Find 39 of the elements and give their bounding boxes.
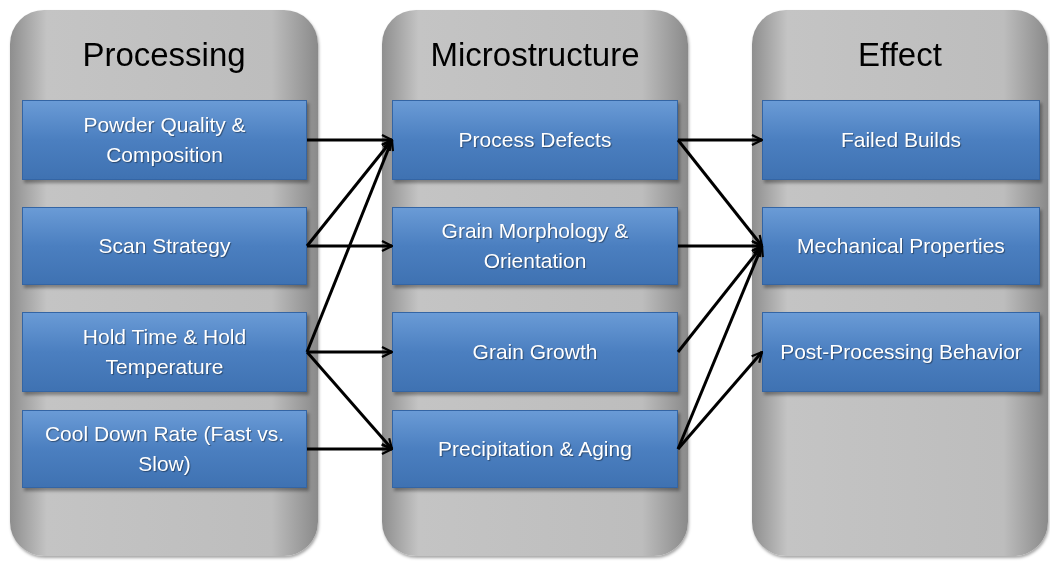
arrow <box>678 133 764 147</box>
arrow <box>676 244 764 450</box>
process-box <box>762 207 1040 285</box>
arrow <box>307 345 394 359</box>
column-heading: Processing <box>81 36 247 74</box>
arrow <box>305 351 394 451</box>
arrow <box>676 139 764 248</box>
box-label: Powder Quality & Composition <box>82 111 247 168</box>
process-box <box>22 410 307 488</box>
arrow <box>307 442 394 456</box>
box-label: Cool Down Rate (Fast vs. Slow) <box>43 420 286 477</box>
process-box <box>392 207 678 285</box>
box-label: Process Defects <box>458 126 612 153</box>
process-box <box>762 312 1040 392</box>
process-box <box>22 207 307 285</box>
box-label: Grain Growth <box>472 338 598 365</box>
arrow <box>676 244 764 353</box>
box-label: Scan Strategy <box>98 232 231 259</box>
column-heading: Microstructure <box>429 36 641 74</box>
arrow <box>305 138 394 353</box>
process-box <box>22 312 307 392</box>
box-label: Post-Processing Behavior <box>780 338 1022 365</box>
box-label: Hold Time & Hold Temperature <box>81 323 248 380</box>
arrow <box>305 138 394 247</box>
process-box <box>392 312 678 392</box>
arrow <box>307 239 394 253</box>
box-label: Grain Morphology & Orientation <box>440 217 630 274</box>
process-box <box>392 100 678 180</box>
column-panel <box>382 10 688 556</box>
process-box <box>392 410 678 488</box>
column-panel <box>10 10 318 556</box>
box-label: Precipitation & Aging <box>438 435 632 462</box>
box-label: Failed Builds <box>840 126 962 153</box>
box-label: Mechanical Properties <box>797 232 1005 259</box>
arrow <box>676 350 764 450</box>
process-box <box>762 100 1040 180</box>
process-box <box>22 100 307 180</box>
column-heading: Effect <box>857 36 943 74</box>
column-panel <box>752 10 1048 556</box>
